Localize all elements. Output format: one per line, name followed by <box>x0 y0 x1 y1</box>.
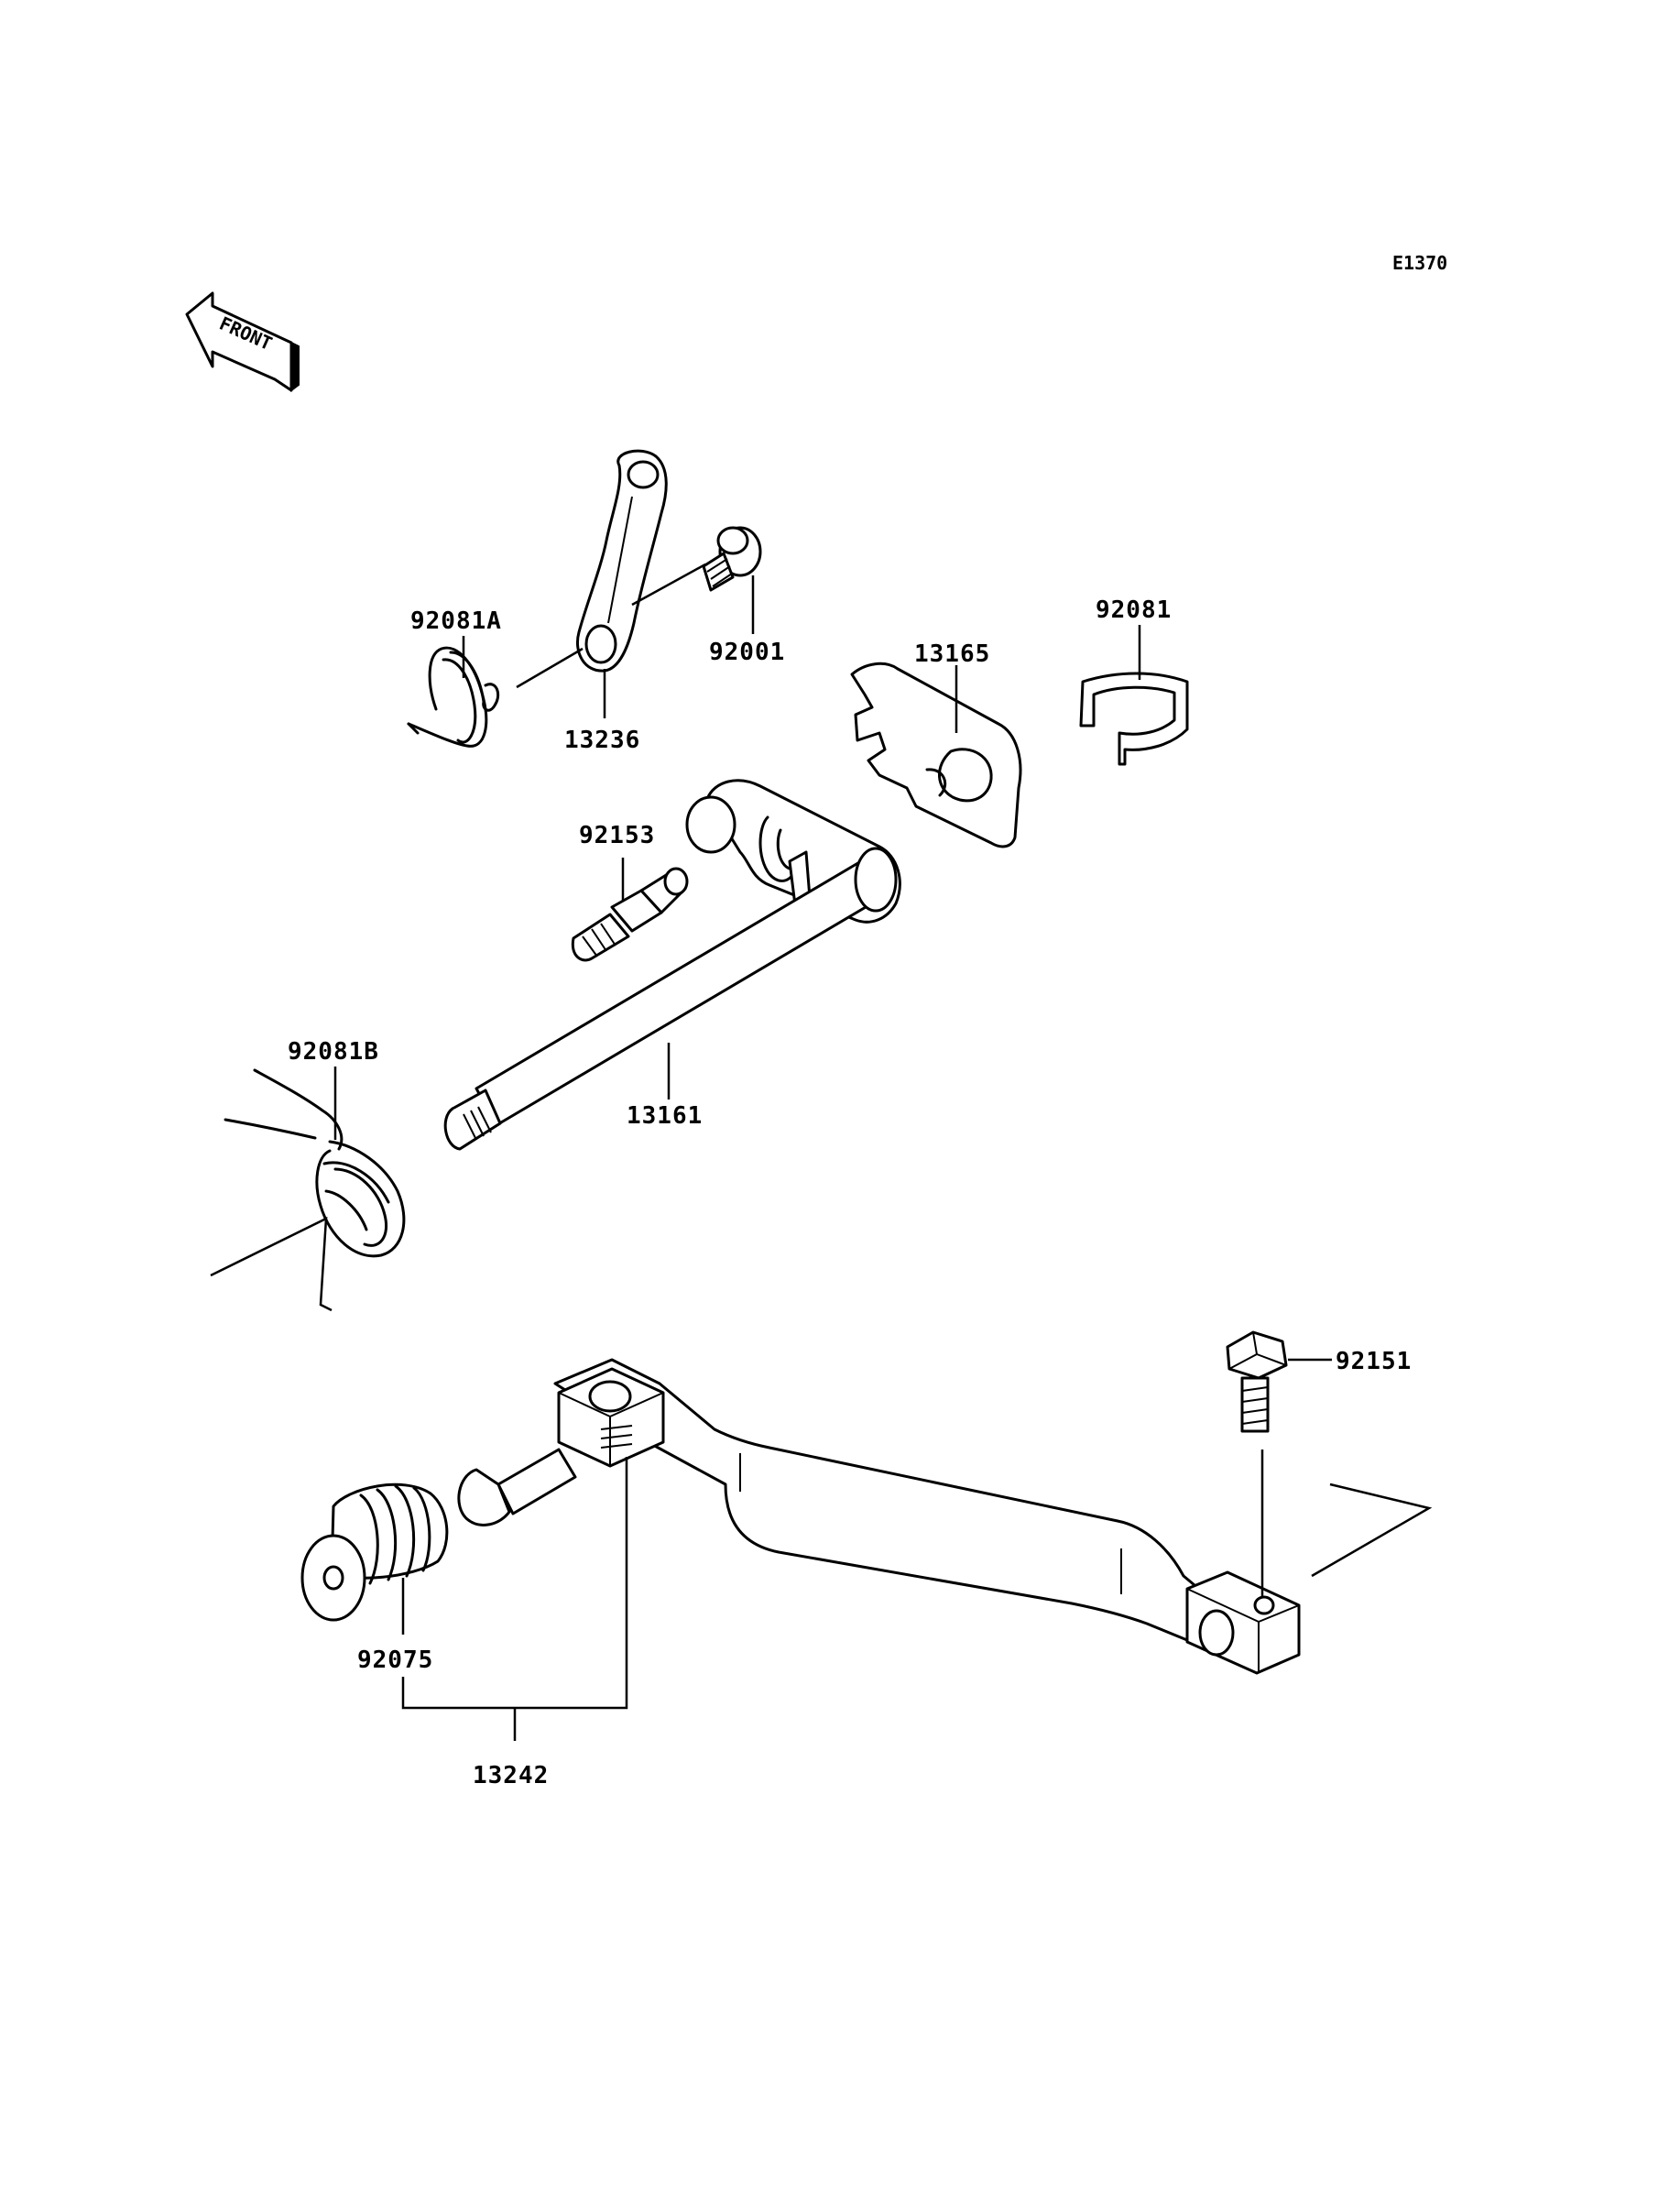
part-92081-clip <box>1079 672 1189 766</box>
reference-line-spring-arm <box>516 647 584 689</box>
part-92081A-spring <box>407 646 500 748</box>
label-13236: 13236 <box>564 727 640 754</box>
part-92153-pin <box>571 867 689 962</box>
label-92081A: 92081A <box>410 607 502 635</box>
label-13165: 13165 <box>914 640 990 668</box>
front-direction-arrow-icon: FRONT <box>185 291 300 392</box>
reference-line-spring-b <box>210 1216 333 1312</box>
part-92081B-spring <box>224 1068 406 1258</box>
diagram-code: E1370 <box>1392 252 1447 274</box>
part-13242-shift-pedal <box>457 1358 1301 1675</box>
label-92075: 92075 <box>357 1647 433 1674</box>
label-92081: 92081 <box>1096 596 1172 624</box>
part-92151-bolt <box>1226 1330 1288 1433</box>
part-13165-plate <box>850 662 1022 848</box>
label-13161: 13161 <box>627 1102 703 1130</box>
label-92151: 92151 <box>1336 1348 1412 1375</box>
label-92001: 92001 <box>709 639 785 666</box>
reference-line-bolt-arm <box>631 563 706 607</box>
part-13161-shift-shaft <box>443 779 901 1151</box>
label-13242: 13242 <box>473 1762 549 1789</box>
reference-line-shaft-pedal <box>1311 1482 1433 1578</box>
part-92075-pedal-rubber <box>300 1482 449 1622</box>
label-92081B: 92081B <box>288 1038 379 1066</box>
part-13236-shift-arm <box>576 449 668 673</box>
part-92001-bolt <box>702 526 762 592</box>
label-92153: 92153 <box>579 822 655 849</box>
